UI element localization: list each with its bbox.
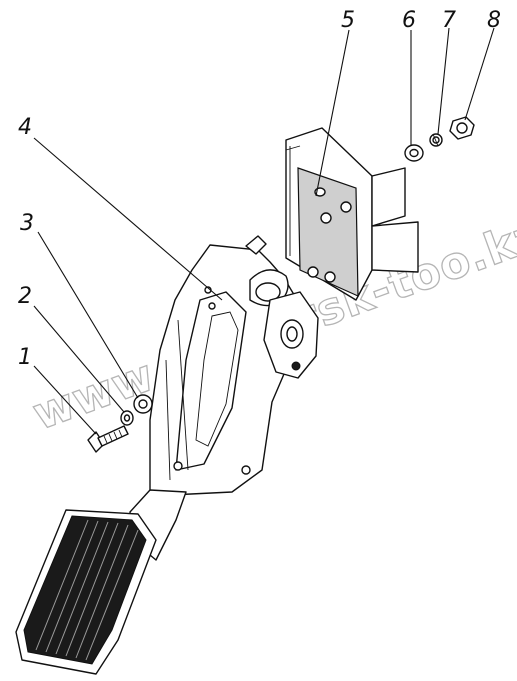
callout-3: 3 [20,211,34,236]
mounting-bracket [285,127,419,301]
pedal-assembly [129,235,319,561]
callout-2: 2 [18,284,32,309]
washer-6 [404,144,424,162]
callout-4: 4 [18,115,32,140]
bolt-1 [87,425,129,453]
callout-1: 1 [18,345,32,370]
callout-6: 6 [402,8,416,33]
leader-8 [464,27,495,121]
flat-washer-3 [133,394,153,414]
leader-2 [33,305,125,413]
leader-5 [315,29,350,197]
nut-8 [449,116,475,140]
leader-7 [437,27,450,135]
leader-3 [37,231,139,399]
callout-5: 5 [341,8,355,33]
callout-8: 8 [487,8,501,33]
spring-washer-2 [120,410,134,426]
pedal-pad [15,509,157,675]
callout-7: 7 [442,8,456,33]
callout-numbers: 1 2 3 4 5 6 7 8 [18,8,501,370]
leader-1 [33,365,97,435]
lock-washer-7 [429,133,443,147]
leader-4 [33,137,223,301]
leader-lines [33,27,495,435]
